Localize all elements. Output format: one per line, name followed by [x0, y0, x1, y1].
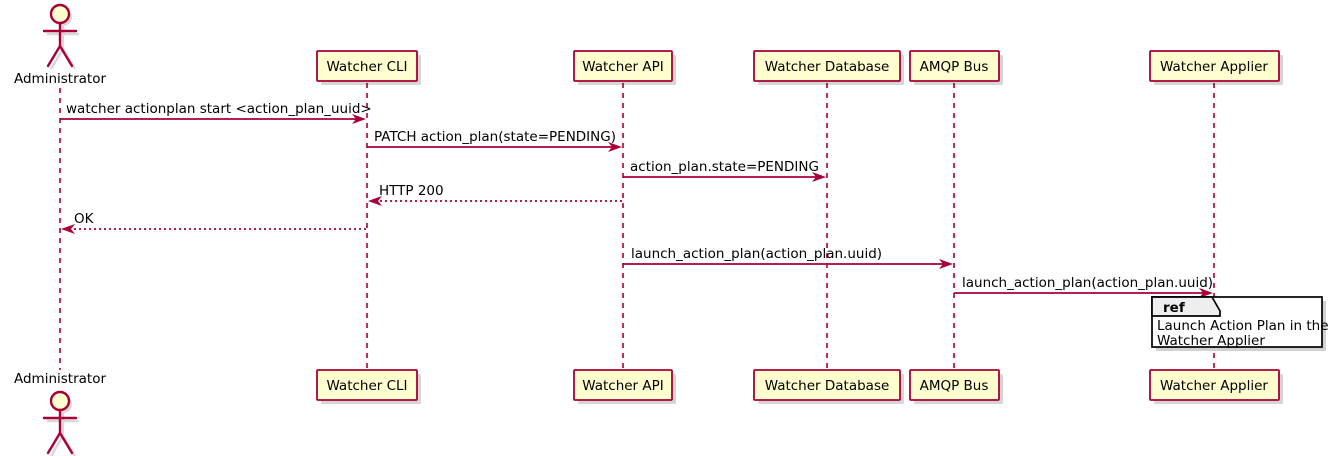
ref-fragment-tab-label: ref	[1163, 300, 1185, 316]
participant-amqp-bus-top[interactable]: AMQP Bus	[909, 50, 1003, 85]
message-7-label: launch_action_plan(action_plan.uuid)	[962, 275, 1213, 291]
actor-right-leg-icon-bottom	[58, 431, 74, 455]
participant-watcher-cli-bottom[interactable]: Watcher CLI	[316, 369, 421, 404]
message-5-label: OK	[74, 211, 95, 227]
message-3-arrowhead-icon	[812, 172, 826, 182]
participant-box-watcher-cli-top[interactable]	[316, 50, 418, 82]
message-5-arrowhead-icon	[61, 224, 75, 234]
participant-watcher-applier-top[interactable]: Watcher Applier	[1149, 50, 1283, 85]
message-1-arrowhead-icon	[352, 114, 366, 124]
participant-box-watcher-database-top[interactable]	[753, 50, 901, 82]
participant-watcher-database-bottom[interactable]: Watcher Database	[753, 369, 904, 404]
participant-box-amqp-bus-top[interactable]	[909, 50, 1000, 82]
ref-fragment-tab	[1151, 296, 1221, 317]
message-4-label: HTTP 200	[379, 183, 444, 199]
participant-amqp-bus-bottom[interactable]: AMQP Bus	[909, 369, 1003, 404]
participant-label-watcher-api-bottom: Watcher API	[582, 378, 664, 394]
participant-watcher-api-bottom[interactable]: Watcher API	[573, 369, 676, 404]
message-6-label: launch_action_plan(action_plan.uuid)	[631, 246, 882, 262]
participant-box-watcher-applier-top[interactable]	[1149, 50, 1280, 82]
participant-boxes-top: Watcher CLI Watcher API Watcher Database…	[316, 50, 1283, 85]
participant-box-watcher-applier-bottom[interactable]	[1149, 369, 1280, 401]
message-4-arrowhead-icon	[368, 196, 382, 206]
participant-label-watcher-database-bottom: Watcher Database	[765, 378, 890, 394]
participant-label-watcher-database-top: Watcher Database	[765, 59, 890, 75]
actor-administrator-top[interactable]: Administrator	[14, 3, 106, 87]
actor-administrator-bottom[interactable]: Administrator	[14, 371, 106, 456]
ref-fragment-line-2: Watcher Applier	[1157, 333, 1265, 349]
participant-watcher-applier-bottom[interactable]: Watcher Applier	[1149, 369, 1283, 404]
participant-box-amqp-bus-bottom[interactable]	[909, 369, 1000, 401]
participant-box-watcher-cli-bottom[interactable]	[316, 369, 418, 401]
message-2[interactable]: PATCH action_plan(state=PENDING)	[367, 129, 622, 152]
message-7-arrowhead-icon	[1199, 288, 1213, 298]
actor-left-leg-icon	[46, 44, 62, 68]
message-3-label: action_plan.state=PENDING	[630, 159, 819, 175]
actor-head-icon-bottom	[49, 390, 71, 412]
participant-box-watcher-api-top[interactable]	[573, 50, 673, 82]
message-2-arrowhead-icon	[608, 142, 622, 152]
message-6[interactable]: launch_action_plan(action_plan.uuid)	[623, 246, 953, 269]
message-4[interactable]: HTTP 200	[368, 183, 622, 206]
message-3[interactable]: action_plan.state=PENDING	[623, 159, 826, 182]
participant-watcher-database-top[interactable]: Watcher Database	[753, 50, 904, 85]
participant-label-amqp-bus-bottom: AMQP Bus	[920, 378, 989, 394]
participant-label-watcher-cli-bottom: Watcher CLI	[326, 378, 407, 394]
message-1-label: watcher actionplan start <action_plan_uu…	[66, 101, 372, 117]
participant-watcher-api-top[interactable]: Watcher API	[573, 50, 676, 85]
actor-label-administrator-bottom: Administrator	[14, 371, 106, 387]
participant-box-watcher-api-bottom[interactable]	[573, 369, 673, 401]
ref-fragment-line-1: Launch Action Plan in the	[1157, 318, 1329, 334]
message-1[interactable]: watcher actionplan start <action_plan_uu…	[60, 101, 372, 124]
participant-label-amqp-bus-top: AMQP Bus	[920, 59, 989, 75]
participant-label-watcher-cli-top: Watcher CLI	[326, 59, 407, 75]
actor-right-leg-icon	[58, 44, 74, 68]
participant-label-watcher-applier-bottom: Watcher Applier	[1160, 378, 1268, 394]
actor-left-leg-icon-bottom	[46, 431, 62, 455]
actor-label-administrator-top: Administrator	[14, 71, 106, 87]
lifelines-group	[59, 83, 1215, 370]
participant-label-watcher-api-top: Watcher API	[582, 59, 664, 75]
participant-label-watcher-applier-top: Watcher Applier	[1160, 59, 1268, 75]
participant-box-watcher-database-bottom[interactable]	[753, 369, 901, 401]
participant-watcher-cli-top[interactable]: Watcher CLI	[316, 50, 421, 85]
ref-fragment[interactable]: ref Launch Action Plan in the Watcher Ap…	[1151, 296, 1329, 351]
message-6-arrowhead-icon	[939, 259, 953, 269]
message-2-label: PATCH action_plan(state=PENDING)	[374, 129, 616, 145]
actor-head-icon	[49, 3, 71, 25]
participant-boxes-bottom: Watcher CLI Watcher API Watcher Database…	[316, 369, 1283, 404]
message-7[interactable]: launch_action_plan(action_plan.uuid)	[954, 275, 1213, 298]
message-5[interactable]: OK	[61, 211, 366, 234]
